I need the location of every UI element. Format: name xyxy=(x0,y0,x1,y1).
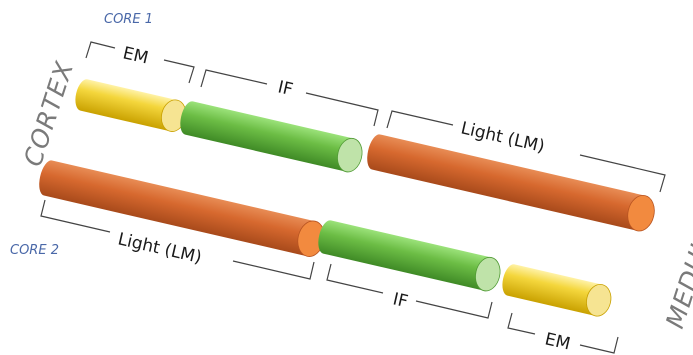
core-1-lm-section xyxy=(367,134,655,232)
core-1-em-bracket: EM xyxy=(85,41,195,84)
core-1-if-label: IF xyxy=(276,77,295,100)
cortex-label: CORTEX xyxy=(18,58,79,170)
core-1-if-section xyxy=(180,101,363,173)
medulla-label: MEDULLA xyxy=(660,202,693,332)
core-2-em-label: EM xyxy=(543,329,572,354)
core-2-if-section xyxy=(318,220,501,292)
core-2-if-bracket: IF xyxy=(326,263,493,319)
core-2-lm-label: Light (LM) xyxy=(116,229,204,268)
core-2-if-label: IF xyxy=(391,289,410,312)
core-1-lm-label: Light (LM) xyxy=(459,118,547,157)
core-2-em-section xyxy=(502,264,612,317)
core-2-em-bracket: EM xyxy=(507,312,619,355)
core-2-lm-section xyxy=(39,160,325,257)
core-2-label: CORE 2 xyxy=(10,243,59,258)
core-1-em-section xyxy=(75,79,187,132)
core-1-em-label: EM xyxy=(121,43,150,68)
core-1-if-bracket: IF xyxy=(200,69,379,127)
core-1-label: CORE 1 xyxy=(104,12,153,27)
